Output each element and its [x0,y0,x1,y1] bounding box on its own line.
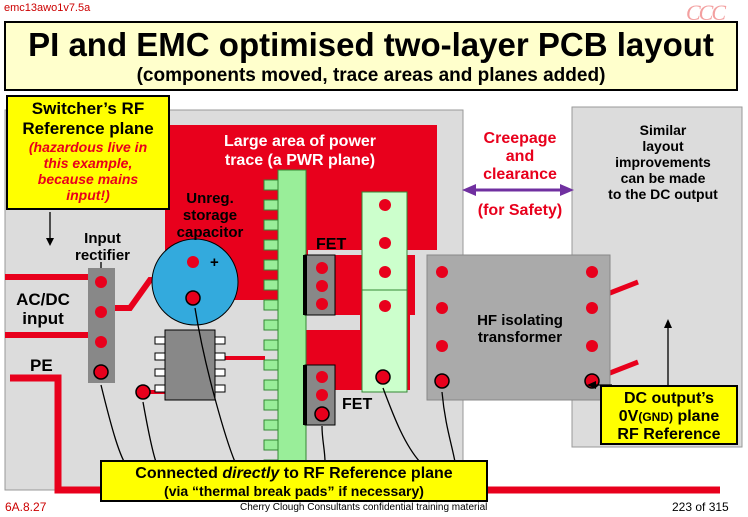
switcher-label-line1: Switcher’s RF [31,99,145,118]
dc-gnd: (GND) [638,410,673,424]
switcher-label-line2: Reference plane [22,119,154,138]
capacitor-label: Unreg. storage capacitor [165,190,255,241]
slide-code: emc13awo1v7.5a [4,2,91,14]
connected-text-directly: directly [222,465,280,482]
creepage-label: Creepage and clearance [465,130,575,184]
connected-text-c: to RF Reference plane [279,465,453,482]
dc-output-callout: DC output’s 0V(GND) plane RF Reference [600,385,738,445]
fet-top-label: FET [316,236,347,253]
transformer-label: HF isolating transformer [455,312,585,346]
connected-directly-callout: Connected directly to RF Reference plane… [100,460,488,502]
power-plane-line2: trace (a PWR plane) [224,152,376,169]
hazard-line1: (hazardous live in [28,139,148,155]
storage-capacitor [151,238,239,326]
similar-line5: to the DC output [608,186,718,202]
acdc-line1: AC/DC [16,290,70,309]
title-box: PI and EMC optimised two-layer PCB layou… [4,21,738,91]
page-number: 223 of 315 [672,500,729,514]
similar-line1: Similar [639,122,687,138]
capacitor-line3: capacitor [176,224,244,241]
similar-line3: improvements [615,154,711,170]
hazard-line4: input!) [66,187,110,203]
dc-output-line2: 0V(GND) plane [602,408,736,426]
similar-line2: layout [642,138,684,154]
page-title: PI and EMC optimised two-layer PCB layou… [28,26,714,63]
creepage-line2: and [505,148,535,165]
transformer-line2: transformer [477,329,563,346]
creepage-line3: clearance [483,166,557,183]
connected-line1: Connected directly to RF Reference plane [102,464,486,483]
dc-output-line3: RF Reference [617,426,721,443]
power-plane-label: Large area of power trace (a PWR plane) [195,132,405,170]
capacitor-plus-sign: + [210,254,219,271]
company-logo: CCC [686,0,726,25]
hazard-line3: because mains [37,171,139,187]
safety-label: (for Safety) [477,202,563,219]
capacitor-line1: Unreg. [186,190,234,207]
acdc-input-label: AC/DC input [8,290,78,328]
transformer-line1: HF isolating [477,312,563,329]
connected-text-a: Connected [135,465,223,482]
acdc-line2: input [22,309,64,328]
creepage-line1: Creepage [483,130,557,147]
fet-bottom-label: FET [342,396,373,413]
dc-plane: plane [673,408,720,425]
page-subtitle: (components moved, trace areas and plane… [136,65,606,86]
input-rectifier-line2: rectifier [74,247,131,264]
connected-line2: (via “thermal break pads” if necessary) [164,483,424,499]
slide-number: 6A.8.27 [5,500,47,514]
snubber-board [361,191,408,393]
pe-label: PE [30,356,53,375]
control-ic [164,329,216,401]
power-plane-line1: Large area of power [223,133,377,150]
hazard-line2: this example, [43,155,133,171]
input-rectifier-line1: Input [84,230,121,247]
similar-layout-label: Similar layout improvements can be made … [597,122,729,202]
hf-transformer [426,254,611,401]
switcher-reference-callout: Switcher’s RF Reference plane (hazardous… [6,95,170,210]
company-footer: Cherry Clough Consultants confidential t… [240,502,488,513]
similar-line4: can be made [620,170,706,186]
input-rectifier-label: Input rectifier [65,230,140,264]
dc-0v: 0V [618,408,639,425]
capacitor-line2: storage [182,207,238,224]
dc-output-line1: DC output’s [623,390,715,407]
